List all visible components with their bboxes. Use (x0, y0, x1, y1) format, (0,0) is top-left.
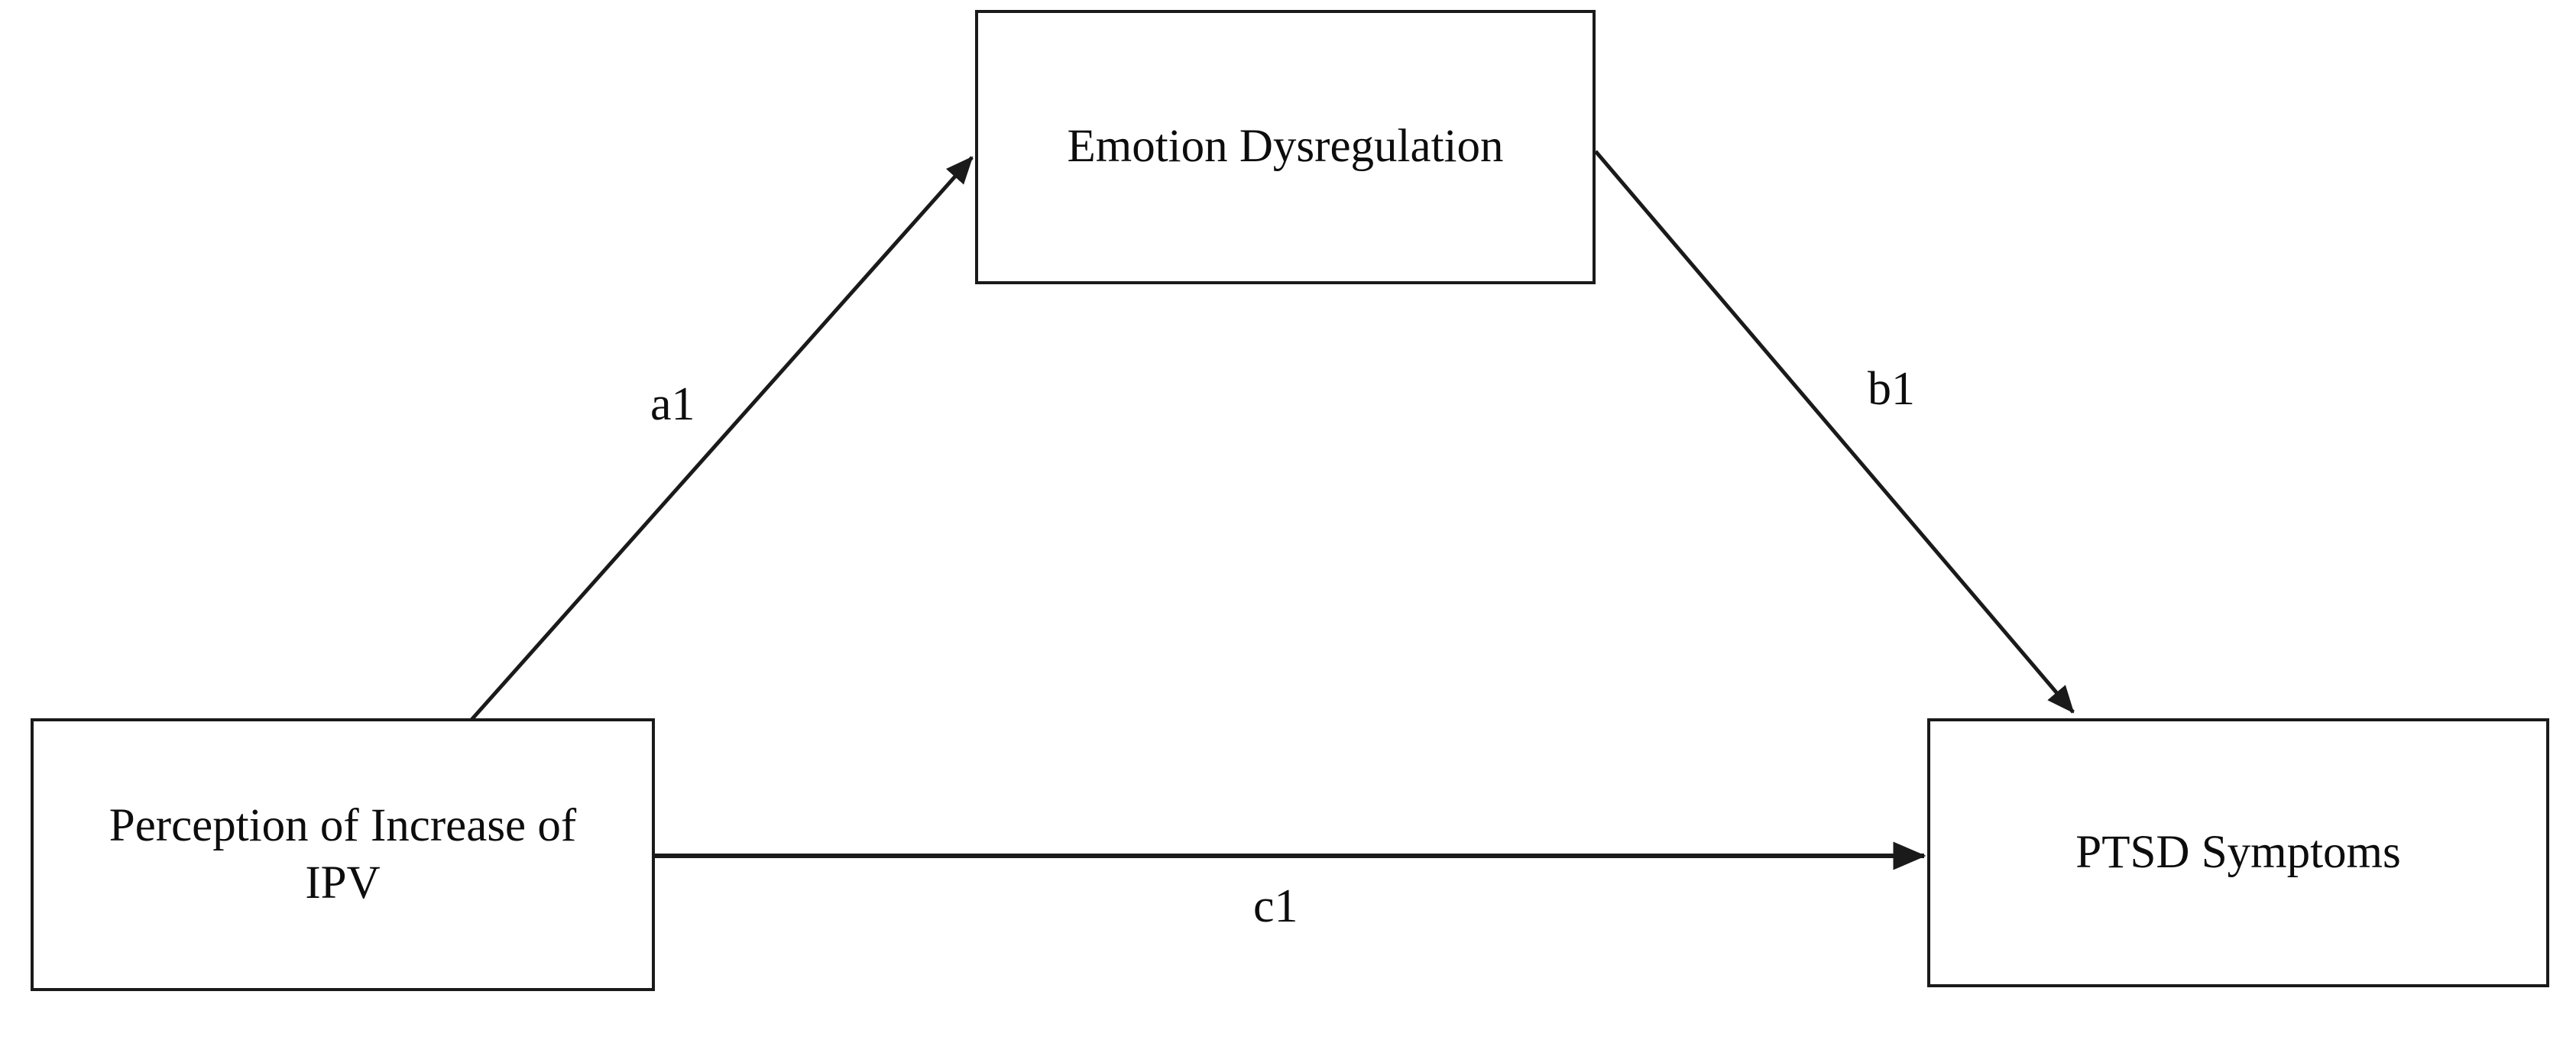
node-label-emotion-dysregulation: Emotion Dysregulation (1067, 121, 1504, 173)
node-label-ptsd-symptoms: PTSD Symptoms (2075, 826, 2401, 878)
path-arrow-a1 (463, 156, 974, 729)
node-perception-of-increase-of-ipv: Perception of Increase of IPV (31, 718, 655, 991)
node-label-perception-of-increase-of-ipv: Perception of Increase of IPV (109, 800, 577, 909)
path-arrow-b1 (1594, 150, 2075, 714)
node-emotion-dysregulation: Emotion Dysregulation (975, 10, 1596, 284)
path-label-b1: b1 (1868, 363, 1915, 415)
node-ptsd-symptoms: PTSD Symptoms (1927, 718, 2549, 987)
path-label-a1: a1 (650, 378, 695, 430)
path-label-c1: c1 (1253, 880, 1298, 932)
